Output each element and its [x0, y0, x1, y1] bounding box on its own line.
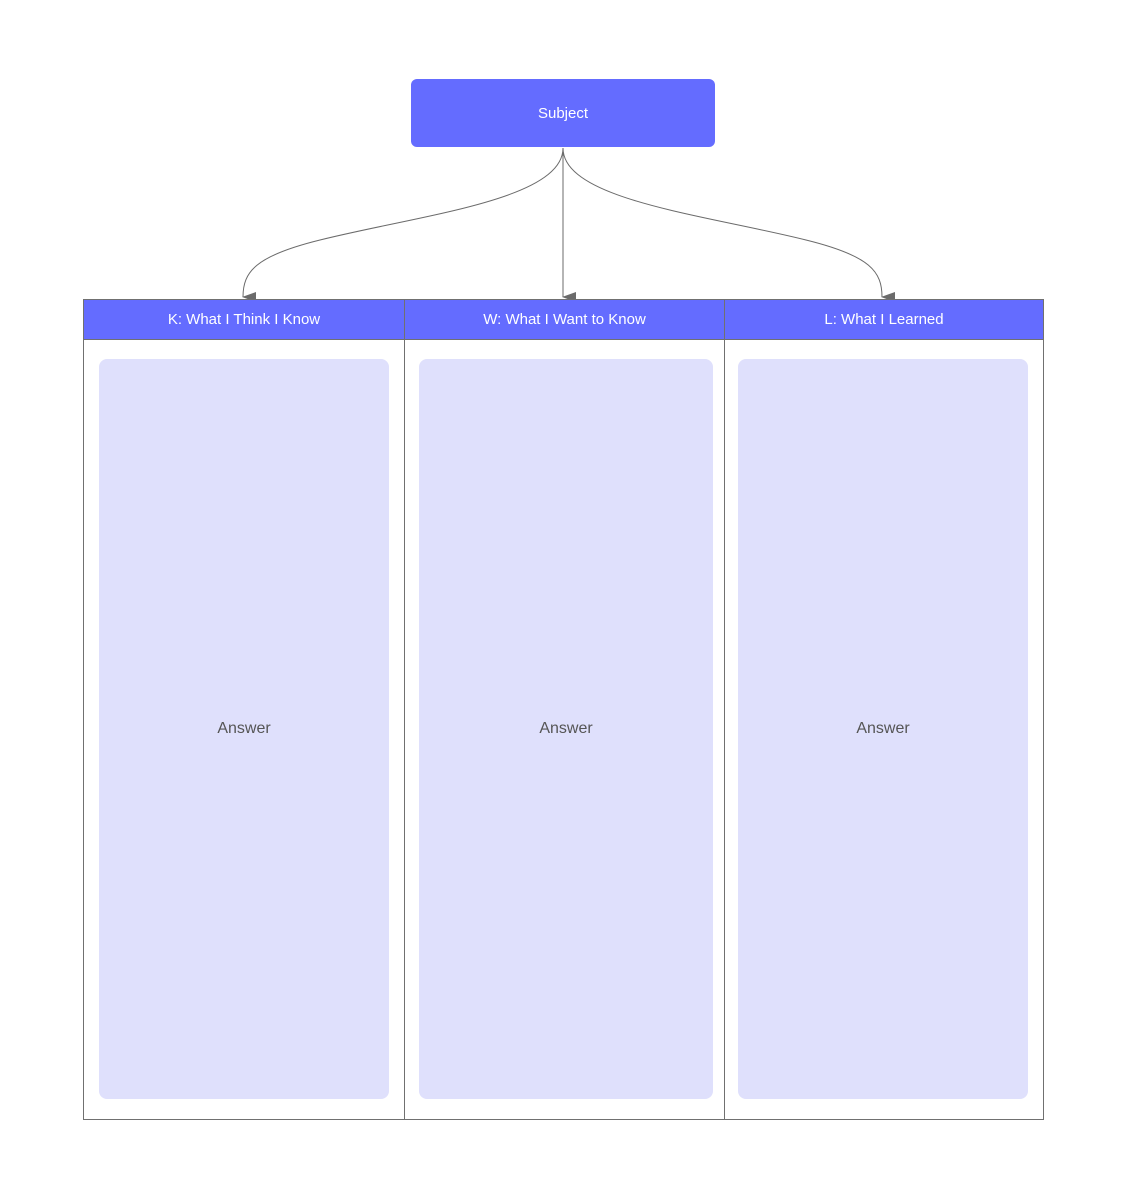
- l-column-header[interactable]: L: What I Learned: [725, 300, 1043, 340]
- subject-label: Subject: [537, 104, 589, 122]
- arrow-to-l-column: [562, 147, 896, 302]
- l-column: L: What I Learned Answer: [724, 300, 1043, 1119]
- k-column-header[interactable]: K: What I Think I Know: [84, 300, 404, 340]
- l-answer-text: Answer: [856, 720, 910, 737]
- kwl-table: K: What I Think I Know Answer W: What I …: [83, 299, 1044, 1120]
- l-answer-card[interactable]: Answer: [738, 359, 1028, 1099]
- w-answer-card[interactable]: Answer: [419, 359, 713, 1099]
- k-answer-card[interactable]: Answer: [99, 359, 389, 1099]
- k-column: K: What I Think I Know Answer: [84, 300, 404, 1119]
- subject-node[interactable]: Subject: [411, 79, 715, 147]
- w-column-title: W: What I Want to Know: [483, 311, 646, 328]
- w-column-header[interactable]: W: What I Want to Know: [405, 300, 724, 340]
- arrow-to-k-column: [242, 147, 564, 303]
- l-column-title: L: What I Learned: [824, 311, 944, 328]
- w-answer-text: Answer: [539, 720, 593, 737]
- k-column-title: K: What I Think I Know: [167, 311, 321, 328]
- w-column: W: What I Want to Know Answer: [404, 300, 724, 1119]
- k-answer-text: Answer: [217, 720, 271, 737]
